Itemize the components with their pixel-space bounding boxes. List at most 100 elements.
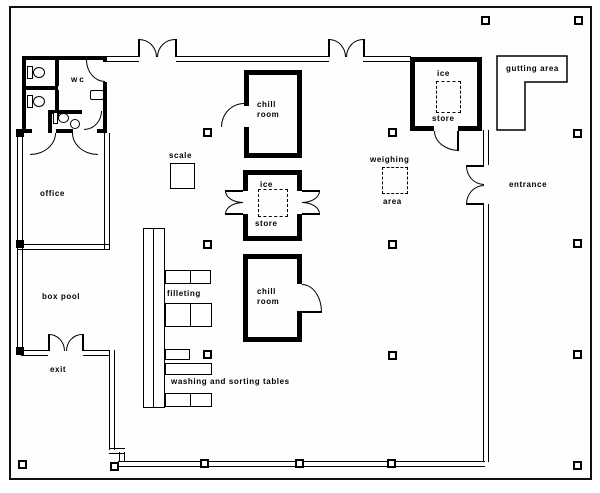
wall-segment bbox=[483, 130, 489, 165]
wall-segment bbox=[109, 448, 125, 454]
wc-wall bbox=[103, 82, 107, 133]
ice-store-wall bbox=[243, 236, 302, 241]
column-marker bbox=[203, 128, 212, 137]
ice-bin-outline bbox=[436, 81, 461, 113]
sink-icon bbox=[90, 90, 104, 100]
door-leaf bbox=[466, 165, 484, 167]
column-marker bbox=[387, 459, 396, 468]
ice-store-wall bbox=[410, 57, 482, 62]
label-filleting: filleting bbox=[167, 289, 201, 298]
toilet-icon bbox=[33, 96, 45, 107]
label-office: office bbox=[40, 189, 65, 198]
wall-segment bbox=[104, 56, 139, 62]
column-marker bbox=[203, 240, 212, 249]
wall-segment bbox=[21, 350, 48, 356]
wc-wall bbox=[22, 56, 107, 60]
column-marker bbox=[573, 239, 582, 248]
chill-room-wall bbox=[244, 70, 302, 75]
label-gutting-area: gutting area bbox=[506, 64, 559, 73]
door-leaf bbox=[363, 39, 365, 57]
wall-segment bbox=[109, 350, 115, 450]
wc-lobby-wall bbox=[48, 110, 52, 133]
column-marker bbox=[574, 16, 583, 25]
column-marker bbox=[388, 351, 397, 360]
door-leaf bbox=[82, 334, 84, 351]
door-leaf bbox=[138, 39, 140, 57]
wc-wall bbox=[56, 129, 73, 133]
chill-room-wall bbox=[297, 70, 302, 158]
column-marker bbox=[110, 462, 119, 471]
column-marker bbox=[573, 350, 582, 359]
scale-platform bbox=[170, 163, 195, 189]
chill-room-wall bbox=[244, 127, 249, 158]
column-marker bbox=[573, 461, 582, 470]
ice-store-wall bbox=[297, 170, 302, 191]
label-store-center: store bbox=[255, 219, 278, 228]
wall-segment bbox=[176, 56, 329, 62]
label-store-top: store bbox=[432, 114, 455, 123]
wall-segment bbox=[363, 56, 411, 62]
long-table bbox=[143, 228, 165, 408]
wall-post bbox=[16, 129, 24, 137]
label-scale: scale bbox=[169, 151, 193, 160]
label-weighing: weighing bbox=[370, 155, 410, 164]
chill-room-wall bbox=[297, 254, 302, 284]
label-line: chill bbox=[257, 287, 277, 296]
toilet-icon bbox=[33, 67, 45, 78]
ice-store-wall bbox=[243, 170, 248, 191]
label-exit: exit bbox=[50, 365, 67, 374]
wc-wall bbox=[22, 56, 26, 133]
wc-stall-wall bbox=[55, 60, 59, 86]
column-marker bbox=[203, 350, 212, 359]
wc-lobby-wall bbox=[48, 110, 82, 114]
wall-segment bbox=[83, 350, 109, 356]
toilet-icon bbox=[53, 112, 58, 124]
label-weighing-area: area bbox=[383, 197, 402, 206]
chill-room-wall bbox=[244, 153, 302, 158]
ice-store-wall bbox=[243, 214, 248, 241]
label-ice-center: ice bbox=[260, 180, 273, 189]
office-wall bbox=[104, 133, 110, 250]
ice-store-wall bbox=[477, 57, 482, 131]
wall-segment bbox=[119, 452, 125, 462]
ice-store-wall bbox=[243, 170, 302, 175]
ice-store-wall bbox=[458, 126, 482, 131]
wc-wall bbox=[97, 129, 107, 133]
office-wall bbox=[17, 244, 109, 250]
ice-store-wall bbox=[410, 126, 434, 131]
ice-store-wall bbox=[297, 214, 302, 241]
label-entrance: entrance bbox=[509, 180, 548, 189]
wash-basin-icon bbox=[70, 119, 80, 129]
wc-stall-wall bbox=[55, 90, 59, 118]
filleting-table bbox=[165, 270, 211, 284]
ice-store-wall bbox=[410, 57, 415, 131]
filleting-table bbox=[165, 303, 212, 327]
wall-segment bbox=[483, 204, 489, 462]
column-marker bbox=[481, 16, 490, 25]
ice-bin-outline bbox=[258, 189, 288, 217]
chill-room-wall bbox=[244, 70, 249, 106]
label-line: chill bbox=[257, 100, 277, 109]
column-marker bbox=[295, 459, 304, 468]
label-line: room bbox=[257, 109, 280, 119]
weighing-area-outline bbox=[382, 167, 408, 194]
sorting-table bbox=[165, 349, 190, 360]
label-box-pool: box pool bbox=[42, 292, 81, 301]
chill-room-wall bbox=[243, 254, 248, 342]
toilet-icon bbox=[58, 113, 69, 123]
toilet-icon bbox=[27, 66, 33, 79]
gutting-area-outline bbox=[496, 55, 568, 131]
toilet-icon bbox=[27, 95, 33, 108]
chill-room-wall bbox=[297, 311, 302, 342]
sorting-table bbox=[165, 393, 212, 407]
column-marker bbox=[18, 460, 27, 469]
label-washing-tables: washing and sorting tables bbox=[171, 377, 290, 386]
sorting-table bbox=[165, 363, 212, 375]
chill-room-wall bbox=[243, 337, 302, 342]
door-leaf bbox=[175, 39, 177, 57]
column-marker bbox=[388, 128, 397, 137]
wall-post bbox=[16, 347, 24, 355]
